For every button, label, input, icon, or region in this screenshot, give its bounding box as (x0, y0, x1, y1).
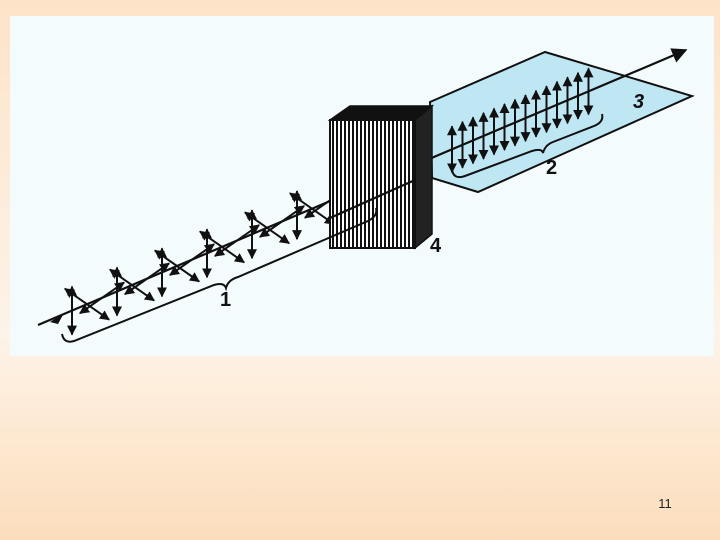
unpolarized-oscillations (64, 171, 350, 336)
beam-entry-arrowhead (50, 313, 64, 324)
polarized-oscillations (447, 67, 594, 174)
label-plane: 3 (633, 91, 644, 113)
crystal-block (327, 104, 435, 250)
label-polarized: 2 (546, 157, 557, 179)
bracket-unpolarized (61, 207, 378, 343)
polarization-plane (428, 50, 695, 194)
label-crystal: 4 (430, 235, 442, 257)
bracket-polarized (451, 113, 604, 179)
page-number: 11 (658, 496, 672, 511)
label-unpolarized: 1 (220, 289, 231, 311)
